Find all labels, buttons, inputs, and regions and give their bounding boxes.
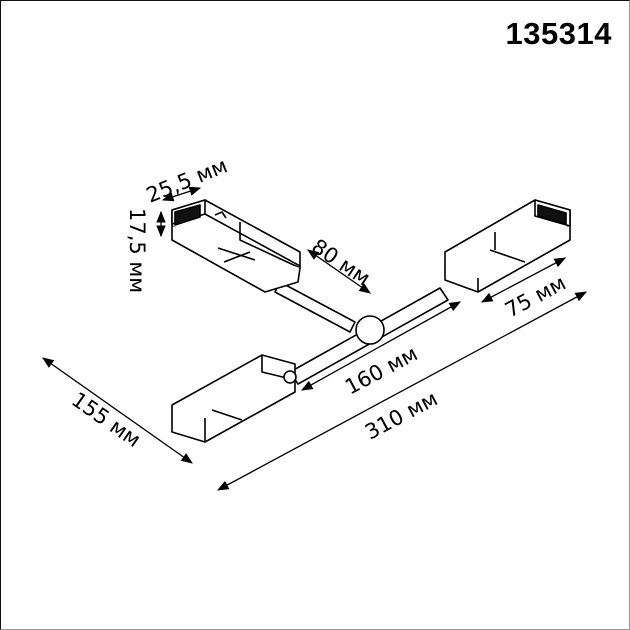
label-connector: 75 мм bbox=[501, 271, 570, 323]
center-joint bbox=[355, 315, 385, 345]
rod-branch bbox=[274, 281, 356, 333]
label-width: 25,5 мм bbox=[143, 153, 231, 207]
dim-line-total bbox=[216, 291, 588, 491]
article-number: 135314 bbox=[505, 16, 612, 51]
label-total: 310 мм bbox=[361, 386, 442, 444]
dim-line-width bbox=[161, 186, 202, 202]
connector-bottom bbox=[171, 354, 297, 443]
dim-line-branch bbox=[307, 249, 371, 294]
label-height: 17,5 мм bbox=[125, 208, 149, 293]
connector-top-left bbox=[171, 199, 301, 293]
label-depth: 155 мм bbox=[67, 387, 145, 452]
dim-line-depth bbox=[42, 357, 193, 464]
label-branch: 80 мм bbox=[307, 234, 374, 290]
